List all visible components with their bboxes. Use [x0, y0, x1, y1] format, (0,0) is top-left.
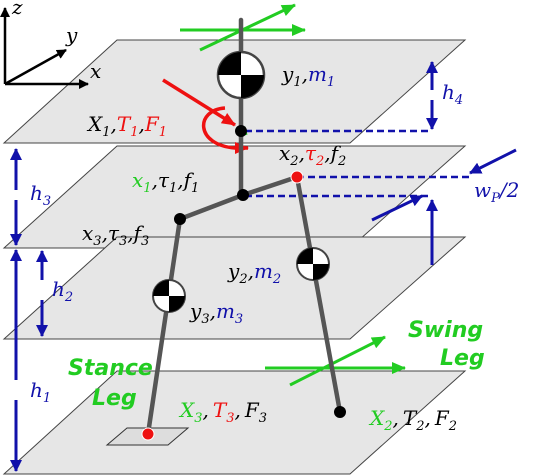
- h2-label: h2: [52, 277, 73, 305]
- step-width-label: wP/2: [474, 178, 519, 206]
- hip-joint: [237, 189, 249, 201]
- com-upper-body: [216, 50, 266, 100]
- axis-x-label: x: [90, 59, 101, 83]
- h1-label: h1: [30, 378, 51, 406]
- robot-links: [145, 17, 343, 437]
- swing-leg-mass-label: y2,m2: [227, 259, 281, 287]
- stance-leg-mass-label: y3,m3: [189, 299, 243, 327]
- torso-joint: [235, 125, 247, 137]
- hip-label: x1,τ1,f1: [132, 168, 199, 196]
- red-torque-arrows: [162, 78, 249, 154]
- height-arrows: [10, 61, 517, 472]
- swing-hip-label: x2,τ2,f2: [279, 141, 346, 169]
- plane-ground: [2, 370, 467, 475]
- axis-y-label: y: [65, 23, 78, 47]
- stance-knee-label: x3,τ3,f3: [82, 221, 149, 249]
- swing-foot-label: X2,T2,F2: [368, 406, 457, 434]
- swing-leg-title-2: Leg: [440, 346, 485, 371]
- dashed-reference-lines: [245, 129, 470, 198]
- swing-leg-title-1: Swing: [408, 318, 483, 343]
- h4-label: h4: [442, 80, 463, 108]
- stance-foot-joint: [141, 427, 155, 441]
- stance-knee-joint: [174, 213, 186, 225]
- com-stance-leg: [152, 279, 186, 313]
- stance-leg-title-2: Leg: [92, 386, 137, 411]
- coordinate-axes: z y x: [0, 0, 101, 89]
- swing-foot-joint: [334, 406, 346, 418]
- stance-leg-title-1: Stance: [68, 356, 153, 381]
- h3-label: h3: [30, 181, 51, 209]
- com-swing-leg: [296, 247, 330, 281]
- stance-foot-label: X3,T3,F3: [178, 398, 267, 426]
- upper-body-label: y1,m1: [281, 62, 335, 90]
- swing-hip-joint: [290, 170, 304, 184]
- axis-z-label: z: [11, 0, 23, 19]
- torso-label: X1,T1,F1: [86, 112, 167, 140]
